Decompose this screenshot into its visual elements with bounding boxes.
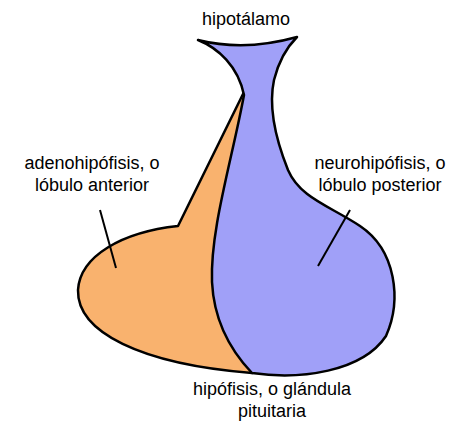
part-label: neurohipófisis, o lóbulo posterior (290, 152, 470, 196)
leader-line (100, 210, 116, 268)
part-label: adenohipófisis, o lóbulo anterior (4, 152, 180, 196)
leader-line (318, 210, 350, 266)
posterior-lobe (198, 37, 394, 375)
structure-label: hipotálamo (146, 8, 346, 30)
structure-label: hipófisis, o glándula pituitaria (162, 378, 382, 422)
